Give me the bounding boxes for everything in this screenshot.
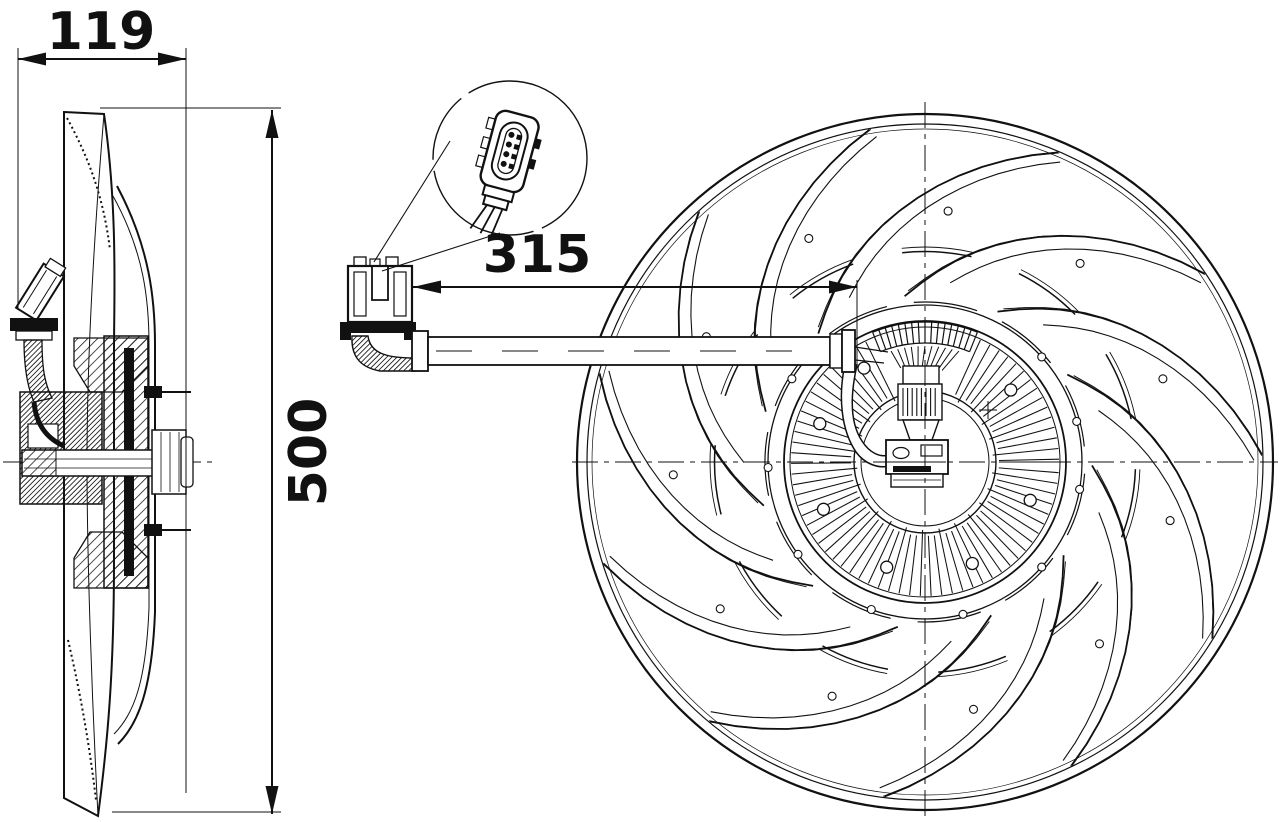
dimension-depth: 119 xyxy=(17,2,187,793)
pin xyxy=(505,141,512,148)
clutch-rim-tabs xyxy=(763,352,1085,619)
dimension-label-depth: 119 xyxy=(47,2,156,62)
corrugated-hose xyxy=(23,339,53,403)
side-section-view xyxy=(3,110,214,818)
side-connector xyxy=(14,257,67,322)
pin xyxy=(508,131,515,138)
arrowhead xyxy=(829,280,857,294)
bolt xyxy=(144,386,162,398)
harness-tube xyxy=(411,329,889,373)
connector-face xyxy=(469,109,542,237)
clutch-hub xyxy=(885,365,997,488)
wire-bundle xyxy=(902,388,936,416)
harness-connector xyxy=(340,256,416,372)
fan-blades xyxy=(598,128,1263,798)
bolt xyxy=(144,524,162,536)
arrowhead xyxy=(265,110,279,138)
dimension-label-diameter: 500 xyxy=(279,398,339,507)
clutch-bolt-holes xyxy=(813,361,1037,574)
dimensions: 119 500 315 xyxy=(17,2,858,814)
arrowhead xyxy=(18,52,46,66)
clutch-cooling-fins xyxy=(790,339,1060,596)
arrowhead xyxy=(158,52,186,66)
dimension-label-harness: 315 xyxy=(483,225,592,285)
harness-assembly xyxy=(340,256,889,373)
fan-front-view xyxy=(572,102,1278,820)
arrowhead xyxy=(265,786,279,814)
dimension-diameter: 500 xyxy=(100,107,339,814)
pin xyxy=(500,160,507,167)
dimension-harness-length: 315 xyxy=(411,225,858,368)
pin xyxy=(503,151,510,158)
connector-detail-view xyxy=(373,80,588,272)
corrugated-elbow xyxy=(351,335,415,372)
arrowhead xyxy=(413,280,441,294)
